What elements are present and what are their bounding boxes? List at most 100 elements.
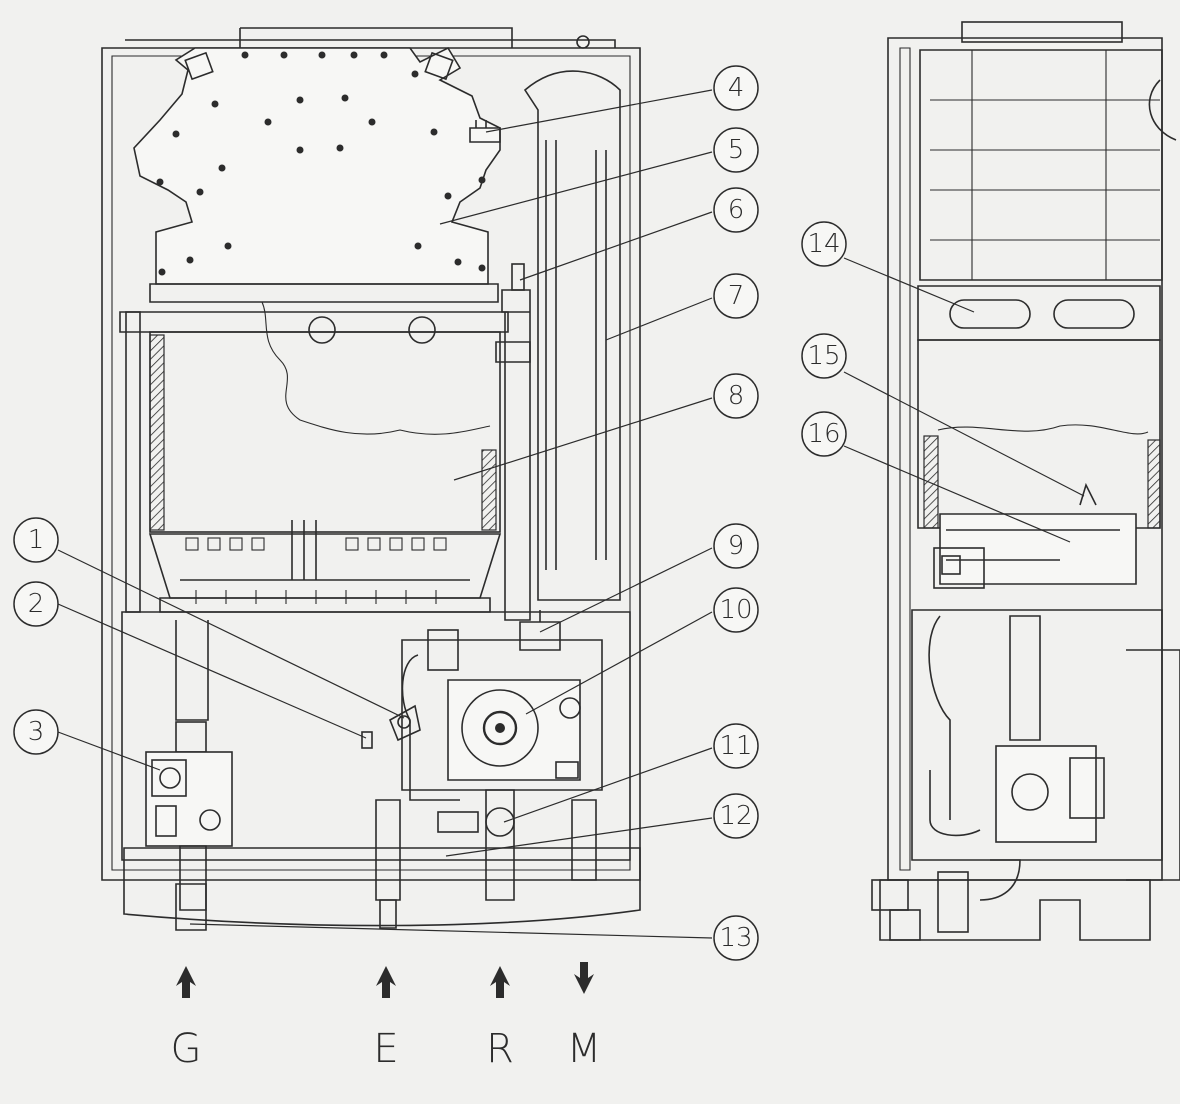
callout-13: 13 xyxy=(713,915,759,961)
left-side-pipe xyxy=(125,311,141,613)
side-flue-top xyxy=(961,21,1123,43)
side-exchanger-slot-left xyxy=(949,299,1031,329)
insulation-left xyxy=(149,334,165,531)
burner-injectors xyxy=(195,590,437,604)
leader-13 xyxy=(189,923,713,939)
leader-6 xyxy=(519,211,713,281)
cutaway-edge xyxy=(261,301,491,435)
arrow-up-r xyxy=(490,966,510,998)
callout-7: 7 xyxy=(713,273,759,319)
side-chamber xyxy=(917,339,1161,529)
callout-2-label: 2 xyxy=(28,589,45,619)
ignition-electrodes xyxy=(291,520,317,580)
callout-9: 9 xyxy=(713,523,759,569)
hood-rivets xyxy=(156,51,486,276)
side-bottom xyxy=(879,879,1151,941)
side-burner-lines xyxy=(946,529,1120,561)
side-outlet-bend xyxy=(979,859,1021,901)
leader-1 xyxy=(57,549,405,719)
side-manifold-block xyxy=(941,555,961,575)
filling-tap xyxy=(485,807,515,837)
callout-15: 15 xyxy=(801,333,847,379)
overheat-sensor xyxy=(511,263,525,291)
arrow-up-e xyxy=(376,966,396,998)
side-return-loop xyxy=(929,770,981,837)
side-flue-outlet xyxy=(1148,79,1177,141)
callouts: 1 2 3 4 5 6 7 8 9 10 11 12 13 14 15 16 xyxy=(13,65,847,961)
leader-4 xyxy=(485,89,713,133)
side-water-cock xyxy=(937,871,969,933)
callout-4-label: 4 xyxy=(728,73,745,103)
side-insulation-left xyxy=(923,435,939,529)
side-hood-ribs xyxy=(971,50,1107,280)
pump-housing-outline xyxy=(401,639,603,791)
side-gas-cock xyxy=(871,879,909,911)
connection-e: E xyxy=(373,966,399,1072)
pump-terminal xyxy=(555,761,579,779)
air-vent xyxy=(519,610,561,651)
drain-valve xyxy=(437,811,479,833)
callout-11: 11 xyxy=(713,723,759,769)
pump-shaft xyxy=(495,723,505,733)
side-exchanger xyxy=(917,285,1161,341)
gas-connection-pipe xyxy=(179,845,207,911)
limit-thermostat xyxy=(495,341,531,363)
gas-valve-knob xyxy=(159,767,181,789)
callout-5-label: 5 xyxy=(728,135,745,165)
callout-16: 16 xyxy=(801,411,847,457)
safety-thermostat-center xyxy=(397,715,411,729)
arrow-up-g xyxy=(176,966,196,998)
bottom-tray xyxy=(123,847,641,927)
insulation-right xyxy=(481,449,497,531)
callout-1: 1 xyxy=(13,517,59,563)
side-hood xyxy=(919,49,1163,281)
callout-11-label: 11 xyxy=(719,731,752,761)
safety-thermostat xyxy=(388,704,421,742)
flow-pipe xyxy=(501,289,531,621)
callout-1-label: 1 xyxy=(28,525,45,555)
top-screw xyxy=(576,35,590,49)
connection-letter-e: E xyxy=(373,1026,398,1072)
leader-14 xyxy=(843,257,975,313)
burner-ports xyxy=(185,537,447,551)
leader-3 xyxy=(57,731,161,771)
callout-12-label: 12 xyxy=(719,801,752,831)
heat-exchanger-top xyxy=(149,283,499,303)
leader-10 xyxy=(525,611,713,715)
burner-manifold xyxy=(159,579,491,613)
leader-11 xyxy=(503,747,713,823)
leader-12 xyxy=(445,817,713,857)
heat-exchanger-tubes xyxy=(119,311,509,333)
ntc-probe xyxy=(361,731,373,749)
hood-bracket-right xyxy=(424,51,454,81)
side-gas-valve xyxy=(995,745,1097,843)
callout-6-label: 6 xyxy=(728,195,745,225)
side-insulation-right xyxy=(1147,439,1161,529)
side-pipe-left xyxy=(928,615,951,820)
connection-letter-r: R xyxy=(486,1026,514,1072)
callout-16-label: 16 xyxy=(807,419,840,449)
side-wall-rail xyxy=(899,47,911,871)
circulation-pump xyxy=(447,679,581,781)
callout-13-label: 13 xyxy=(719,923,752,953)
callout-4: 4 xyxy=(713,65,759,111)
exchanger-hole-right xyxy=(408,316,436,344)
gas-valve xyxy=(145,751,233,847)
side-view xyxy=(871,21,1180,941)
gas-valve-coupling xyxy=(175,721,207,753)
callout-10: 10 xyxy=(713,587,759,633)
heating-return-pipe xyxy=(485,789,515,901)
callout-9-label: 9 xyxy=(728,531,745,561)
side-burner xyxy=(939,513,1137,585)
arrow-down-m xyxy=(574,962,594,994)
side-valve-coil xyxy=(1069,757,1105,819)
callout-5: 5 xyxy=(713,127,759,173)
leader-15 xyxy=(843,371,1085,497)
combustion-chamber xyxy=(149,331,501,533)
leader-16 xyxy=(843,445,1071,543)
hood-bracket-left xyxy=(184,51,214,81)
connection-letter-g: G xyxy=(171,1026,202,1072)
water-cock xyxy=(379,899,397,929)
connection-markers: G E R M xyxy=(171,962,601,1072)
